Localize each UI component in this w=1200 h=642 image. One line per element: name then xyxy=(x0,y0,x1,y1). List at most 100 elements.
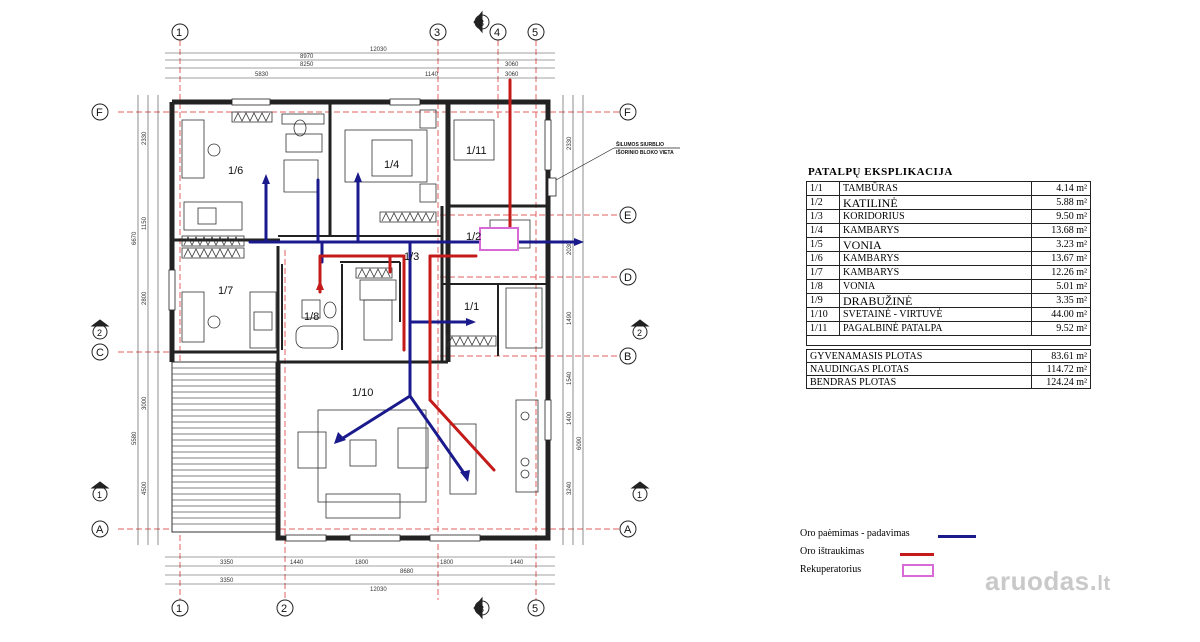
recuperator-unit xyxy=(479,227,519,251)
legend-supply-swatch xyxy=(938,535,976,538)
dim-label: 1440 xyxy=(290,560,304,566)
room-area: 12.26 m² xyxy=(1031,265,1091,280)
floor-plan: 12030 8970 8250 3060 5830 1140 3060 3350… xyxy=(90,10,680,620)
bottom-dimension-labels: 3350 1440 1800 1800 1440 8680 3350 12030 xyxy=(220,560,524,593)
axis-label: B xyxy=(624,351,631,363)
room-name: KATILINĖ xyxy=(839,195,1032,210)
room-name: VONIA xyxy=(839,237,1032,252)
room-label-1-2: 1/2 xyxy=(466,231,481,243)
dim-label: 6670 xyxy=(132,231,138,245)
axis-label: C xyxy=(96,347,104,359)
room-name: KAMBARYS xyxy=(839,265,1032,280)
dim-label: 3240 xyxy=(567,481,573,495)
left-dimension-labels: 2330 1150 2800 6670 3000 5580 4500 xyxy=(132,131,148,495)
right-dimension-labels: 2330 2030 1490 1540 1400 3240 6090 xyxy=(567,136,583,495)
dim-label: 1490 xyxy=(567,311,573,325)
legend-recuperator-label: Rekuperatorius xyxy=(800,564,862,575)
room-label-1-3: 1/3 xyxy=(404,251,419,263)
axis-labels: 1 3 4 5 1 2 5 F C A F E D B A xyxy=(96,27,632,615)
section-label: 3 xyxy=(479,18,484,28)
total-label: BENDRAS PLOTAS xyxy=(806,375,1032,389)
dim-label: 1800 xyxy=(440,560,454,566)
dim-label: 2330 xyxy=(567,136,573,150)
room-area: 3.23 m² xyxy=(1031,237,1091,252)
section-marker-labels: 3 3 2 2 1 1 xyxy=(97,18,642,614)
dim-label: 5830 xyxy=(255,72,269,78)
section-label: 1 xyxy=(97,490,102,500)
room-number: 1/1 xyxy=(806,181,840,196)
axis-label: 5 xyxy=(532,603,538,615)
room-number: 1/3 xyxy=(806,209,840,224)
note-line-2: IŠORINIO BLOKO VIETA xyxy=(616,148,674,156)
exhaust-arrowheads xyxy=(316,280,324,290)
axis-label: F xyxy=(624,107,631,119)
room-area: 5.01 m² xyxy=(1031,279,1091,294)
dim-label: 12030 xyxy=(370,587,387,593)
room-name: KAMBARYS xyxy=(839,251,1032,266)
dim-label: 8680 xyxy=(400,569,414,575)
dim-label: 1540 xyxy=(567,371,573,385)
room-area: 4.14 m² xyxy=(1031,181,1091,196)
axis-label: 5 xyxy=(532,27,538,39)
legend-recuperator-swatch xyxy=(902,564,934,577)
total-value: 83.61 m² xyxy=(1031,349,1091,363)
room-number: 1/10 xyxy=(806,307,840,322)
room-label-1-10: 1/10 xyxy=(352,387,373,399)
room-name: DRABUŽINĖ xyxy=(839,293,1032,308)
room-name: PAGALBINĖ PATALPA xyxy=(839,321,1032,336)
room-number: 1/9 xyxy=(806,293,840,308)
axis-label: 4 xyxy=(494,27,500,39)
room-name: KAMBARYS xyxy=(839,223,1032,238)
axis-label: 2 xyxy=(281,603,287,615)
watermark-text: aruodas xyxy=(985,566,1090,596)
dim-label: 2030 xyxy=(567,241,573,255)
dim-label: 8250 xyxy=(300,62,314,68)
supply-ducts xyxy=(248,176,580,478)
axis-label: 3 xyxy=(434,27,440,39)
dim-label: 2800 xyxy=(142,291,148,305)
exhaust-ducts xyxy=(318,78,512,472)
dim-label: 1440 xyxy=(510,560,524,566)
dim-label: 12030 xyxy=(370,47,387,53)
room-area: 3.35 m² xyxy=(1031,293,1091,308)
dim-label: 1140 xyxy=(425,72,439,78)
room-area: 5.88 m² xyxy=(1031,195,1091,210)
dim-label: 1400 xyxy=(567,411,573,425)
axis-bubbles xyxy=(91,23,637,617)
windows xyxy=(168,98,552,542)
section-label: 2 xyxy=(637,328,642,338)
section-markers xyxy=(90,10,650,620)
axis-label: A xyxy=(96,524,104,536)
section-label: 3 xyxy=(479,604,484,614)
dim-label: 6090 xyxy=(577,436,583,450)
dim-label: 8970 xyxy=(300,54,314,60)
axis-label: 1 xyxy=(176,27,182,39)
room-number: 1/7 xyxy=(806,265,840,280)
room-number: 1/11 xyxy=(806,321,840,336)
room-name: TAMBŪRAS xyxy=(839,181,1032,196)
note-line-1: ŠILUMOS SIURBLIO xyxy=(616,140,664,148)
top-dimension-labels: 12030 8970 8250 3060 5830 1140 3060 xyxy=(255,47,519,78)
room-area: 44.00 m² xyxy=(1031,307,1091,322)
room-labels: 1/6 1/4 1/11 1/2 1/3 1/7 1/8 1/1 1/10 xyxy=(218,145,487,399)
terrace-hatch xyxy=(171,361,277,533)
legend-supply-label: Oro paėmimas - padavimas xyxy=(800,528,910,539)
dim-label: 4500 xyxy=(142,481,148,495)
explication-title: PATALPŲ EKSPLIKACIJA xyxy=(808,166,953,178)
total-value: 124.24 m² xyxy=(1031,375,1091,389)
legend-exhaust-swatch xyxy=(900,553,934,556)
dim-label: 3350 xyxy=(220,578,234,584)
dim-label: 3350 xyxy=(220,560,234,566)
room-label-1-6: 1/6 xyxy=(228,165,243,177)
